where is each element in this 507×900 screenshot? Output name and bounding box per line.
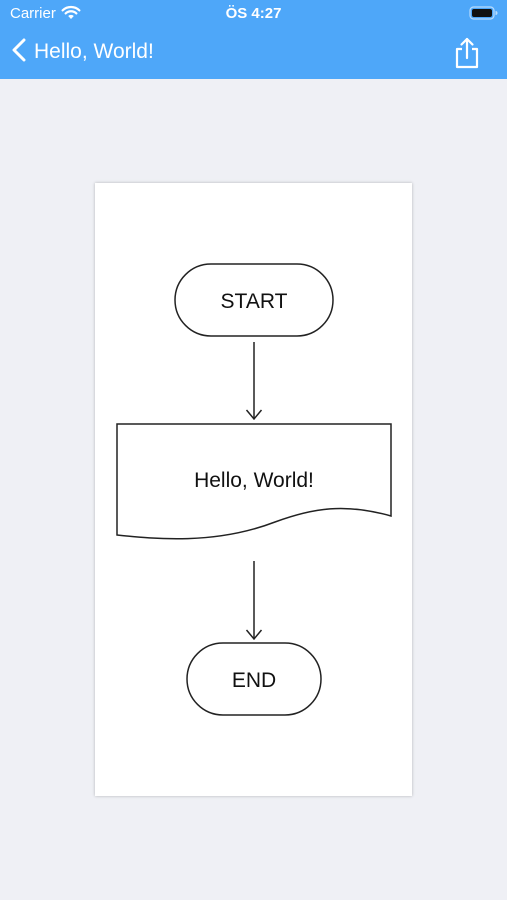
flowchart-arrow-1 [245, 342, 263, 421]
flowchart: START Hello, World! END [116, 263, 392, 716]
share-button[interactable] [452, 37, 482, 69]
wifi-icon [61, 5, 81, 26]
back-button[interactable]: Hello, World! [12, 36, 154, 68]
navigation-bar: Carrier ÖS 4:27 Hello, World! [0, 0, 507, 79]
end-label: END [232, 669, 276, 692]
flowchart-node-start: START [174, 263, 334, 337]
flowchart-arrow-2 [245, 561, 263, 641]
output-label: Hello, World! [194, 469, 314, 492]
status-time: ÖS 4:27 [225, 5, 282, 22]
start-label: START [221, 290, 288, 313]
share-icon [455, 37, 479, 69]
flowchart-node-end: END [186, 642, 322, 716]
chevron-left-icon [12, 38, 26, 67]
page-title: Hello, World! [34, 40, 154, 63]
flowchart-node-output: Hello, World! [116, 423, 392, 540]
carrier-label: Carrier [10, 5, 56, 22]
battery-icon [469, 5, 499, 26]
flowchart-card: START Hello, World! END [95, 183, 412, 796]
